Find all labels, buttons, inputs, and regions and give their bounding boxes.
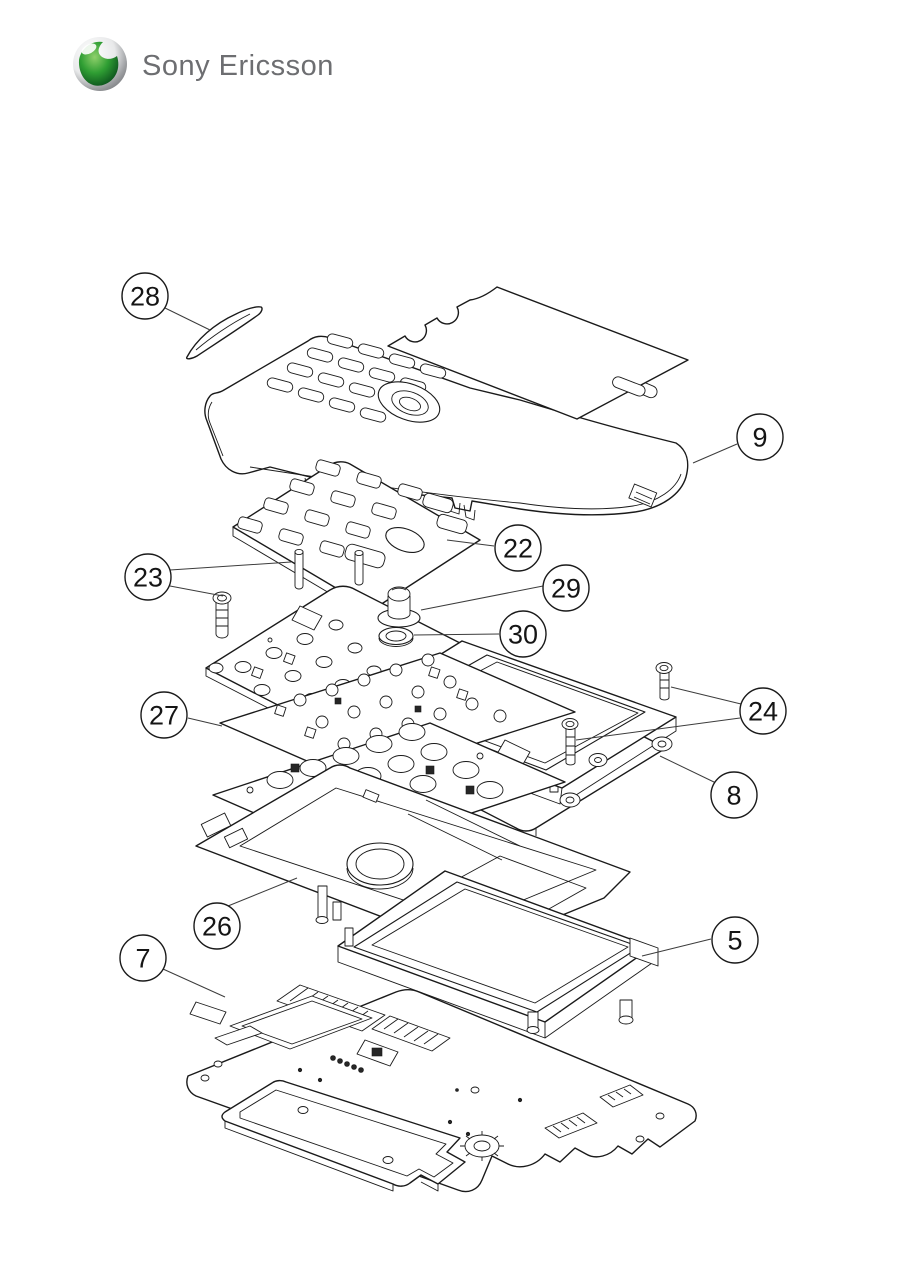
part-joystick-cap [377, 586, 421, 628]
keypad-keys [237, 459, 468, 569]
part-screw-24-upper [655, 662, 673, 701]
callout-9: 9 [736, 413, 784, 461]
callout-22-label: 22 [503, 534, 533, 564]
chassis-left-details [200, 812, 249, 849]
callout-5: 5 [711, 916, 759, 964]
callout-7-label: 7 [135, 944, 150, 974]
callout-29-label: 29 [551, 574, 581, 604]
front-cover-nav-ring [377, 381, 441, 423]
callout-8-label: 8 [726, 781, 741, 811]
dome-foil-details [274, 653, 531, 767]
callout-23: 23 [124, 553, 172, 601]
part-shield-tray [221, 1079, 466, 1192]
pcb-components [189, 984, 451, 1073]
chassis-speaker-cup [346, 842, 414, 890]
part-main-pcb [186, 984, 697, 1193]
callout-29: 29 [542, 564, 590, 612]
callout-22: 22 [494, 524, 542, 572]
callout-30: 30 [499, 610, 547, 658]
part-side-key-blade [185, 306, 263, 360]
display-feet [526, 999, 634, 1034]
part-display-window-foil [387, 286, 689, 420]
part-joystick-ring [378, 626, 414, 647]
sony-ericsson-logo-icon [73, 37, 127, 91]
logo-highlight [81, 43, 97, 55]
part-display-module [332, 870, 659, 1039]
callout-28: 28 [121, 272, 169, 320]
callout-27-label: 27 [149, 701, 179, 731]
callout-24: 24 [739, 687, 787, 735]
callout-28-label: 28 [130, 282, 160, 312]
callout-23-label: 23 [133, 563, 163, 593]
part-screw-24-lower [561, 718, 579, 766]
callout-24-label: 24 [748, 697, 778, 727]
callout-30-label: 30 [508, 620, 538, 650]
keypad-legs [294, 548, 364, 590]
front-cover-connector [628, 483, 658, 508]
part-keypad [232, 459, 481, 616]
callout-26-label: 26 [202, 912, 232, 942]
part-screw-23 [212, 591, 232, 639]
callout-5-label: 5 [727, 926, 742, 956]
brand-wordmark: Sony Ericsson [142, 50, 334, 82]
callout-26: 26 [193, 902, 241, 950]
part-dome-foil [219, 652, 576, 783]
display-frame-ears [559, 736, 673, 808]
keypad-nav-hole [385, 527, 425, 553]
callout-8: 8 [710, 771, 758, 819]
callout-9-label: 9 [752, 423, 767, 453]
callout-27: 27 [140, 691, 188, 739]
callout-7: 7 [119, 934, 167, 982]
pcb-connectors [460, 1084, 644, 1161]
pcb-holes [200, 1060, 665, 1143]
leader-lines [162, 306, 742, 998]
